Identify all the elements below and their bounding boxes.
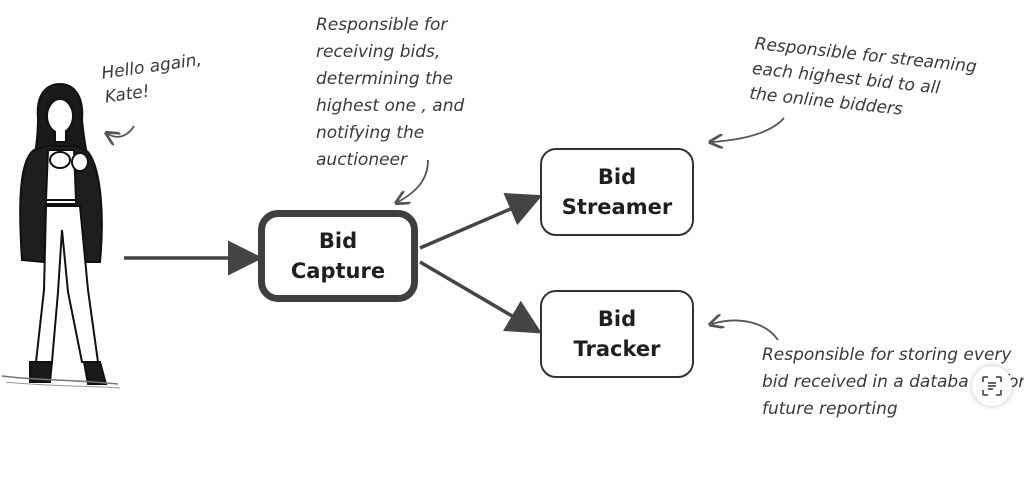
woman-illustration <box>1 82 121 389</box>
bid-tracker-label-2: Tracker <box>573 337 661 361</box>
bid-capture-box: Bid Capture <box>258 210 418 302</box>
tracker-note-line-2: bid received in a databa <box>762 372 969 392</box>
pointer-streamer-note <box>712 117 785 142</box>
capture-note-line-3: determining the <box>316 69 454 89</box>
pointer-tracker-note <box>712 321 779 341</box>
capture-note-line-2: receiving bids, <box>316 42 441 62</box>
capture-note-line-4: highest one , and <box>316 96 465 116</box>
bid-capture-label-2: Capture <box>290 259 386 283</box>
bid-streamer-label-1: Bid <box>597 165 637 189</box>
bid-capture-label-1: Bid <box>318 229 358 253</box>
capture-note-line-5: notifying the <box>316 123 425 143</box>
arrow-capture-to-streamer <box>419 193 543 250</box>
google-lens-icon[interactable] <box>972 366 1012 406</box>
tracker-note-line-1: Responsible for storing every <box>762 345 1012 365</box>
bid-tracker-label-1: Bid <box>597 307 637 331</box>
lens-glyph <box>982 376 1002 396</box>
capture-note-line-1: Responsible for <box>316 15 448 35</box>
bid-streamer-box: Bid Streamer <box>540 148 694 236</box>
bid-tracker-box: Bid Tracker <box>540 290 694 378</box>
arrow-capture-to-tracker <box>419 260 543 334</box>
pointer-kate <box>108 125 135 137</box>
capture-note-line-6: auctioneer <box>316 150 408 170</box>
bid-streamer-label-2: Streamer <box>561 195 673 219</box>
tracker-annotation: Responsible for storing every bid receiv… <box>762 342 1011 423</box>
pointer-capture-note <box>398 159 429 202</box>
capture-annotation: Responsible for receiving bids, determin… <box>316 12 464 174</box>
tracker-note-line-3: future reporting <box>762 399 898 419</box>
